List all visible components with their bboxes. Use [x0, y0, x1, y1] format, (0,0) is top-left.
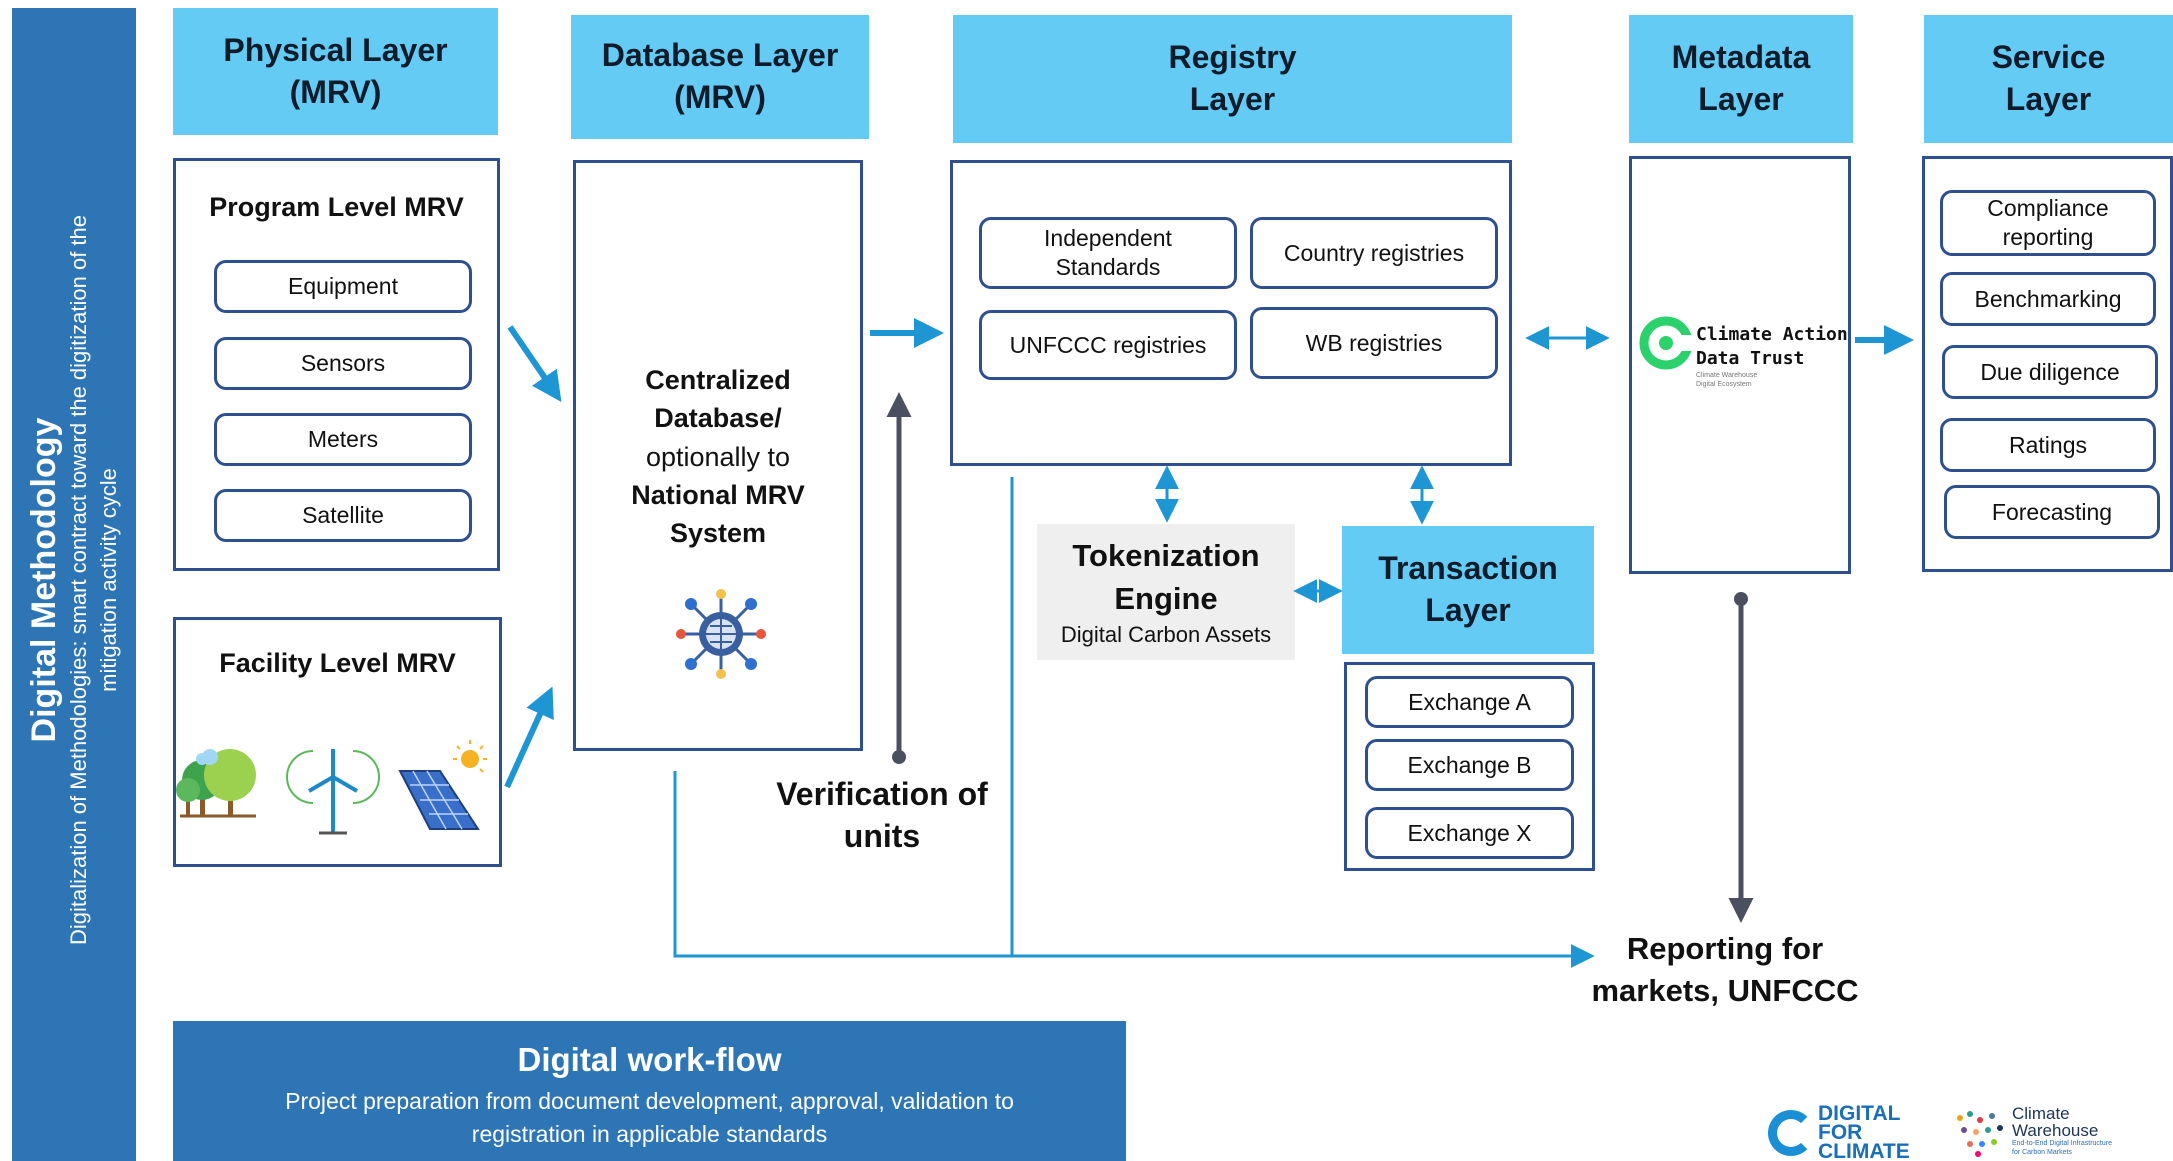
- cadt-small1: Climate Warehouse: [1696, 372, 1758, 379]
- tokenization-subtitle: Digital Carbon Assets: [1060, 622, 1272, 647]
- registry-layer-header: Registry Layer: [953, 15, 1512, 143]
- database-line1: Centralized: [645, 365, 791, 395]
- database-line2: Database/: [654, 403, 782, 434]
- climate-warehouse-logo: Climate Warehouse End-to-End Digital Inf…: [1952, 1104, 2173, 1161]
- workflow-line2: registration in applicable standards: [471, 1121, 828, 1147]
- transaction-layer-header: Transaction Layer: [1342, 526, 1594, 654]
- exchange-a-item: Exchange A: [1365, 676, 1574, 728]
- due-diligence-item: Due diligence: [1942, 345, 2158, 399]
- tokenization-engine: Tokenization Engine Digital Carbon Asset…: [1037, 524, 1295, 660]
- forecasting-item: Forecasting: [1944, 485, 2160, 539]
- program-level-title: Program Level MRV: [209, 192, 464, 222]
- cw-dots-mark: [1957, 1111, 2003, 1157]
- compliance-reporting-item: Compliance reporting: [1940, 190, 2156, 256]
- cadt-line2: Data Trust: [1696, 348, 1805, 369]
- cadt-small2: Digital Ecosystem: [1696, 381, 1752, 388]
- wb-registries-item: WB registries: [1250, 307, 1498, 379]
- verification-line1: Verification of: [776, 776, 988, 812]
- tokenization-line1: Tokenization: [1072, 538, 1260, 573]
- database-line5: System: [669, 518, 767, 549]
- database-network-icon: [676, 589, 766, 679]
- cw-text: Climate Warehouse End-to-End Digital Inf…: [2012, 1105, 2112, 1157]
- reporting-label: Reporting for markets, UNFCCC: [1575, 928, 1875, 1012]
- wind-turbine-icon: [286, 749, 380, 835]
- workflow-title: Digital work-flow: [517, 1041, 782, 1078]
- solar-panel-icon: [398, 740, 487, 830]
- satellite-item: Satellite: [214, 489, 472, 542]
- trees-icon: [176, 749, 256, 818]
- cw-line3: End-to-End Digital Infrastructure: [2012, 1140, 2112, 1147]
- workflow-line1: Project preparation from document develo…: [285, 1088, 1014, 1114]
- ratings-item: Ratings: [1940, 418, 2156, 472]
- metadata-layer-header: Metadata Layer: [1629, 15, 1853, 143]
- cadt-logo-mark: [1639, 316, 1694, 370]
- database-line3: optionally to: [645, 441, 791, 472]
- database-description: Centralized Database/ optionally to Nati…: [573, 361, 863, 553]
- physical-layer-header: Physical Layer (MRV): [173, 8, 498, 135]
- cw-line4: for Carbon Markets: [2012, 1149, 2072, 1156]
- verification-dot: [892, 750, 906, 764]
- country-registries-item: Country registries: [1250, 217, 1498, 289]
- meters-item: Meters: [214, 413, 472, 466]
- sensors-item: Sensors: [214, 337, 472, 390]
- database-line4: National MRV: [631, 479, 805, 510]
- verification-line2: units: [843, 818, 921, 854]
- dfc-text: DIGITAL FOR CLIMATE: [1818, 1104, 1910, 1161]
- dfc-line3: CLIMATE: [1818, 1140, 1910, 1161]
- climate-action-data-trust-logo: Climate Action Data Trust Climate Wareho…: [1696, 323, 1856, 389]
- exchange-b-item: Exchange B: [1365, 739, 1574, 791]
- metadata-dot: [1734, 592, 1748, 606]
- benchmarking-item: Benchmarking: [1940, 272, 2156, 326]
- reporting-line1: Reporting for: [1626, 931, 1824, 966]
- exchange-x-item: Exchange X: [1365, 807, 1574, 859]
- reporting-line2: markets, UNFCCC: [1591, 973, 1859, 1008]
- independent-standards-item: Independent Standards: [979, 217, 1237, 289]
- service-layer-header: Service Layer: [1924, 15, 2173, 143]
- cw-line1: Climate: [2012, 1104, 2070, 1123]
- sidebar: [12, 8, 136, 1161]
- arrow-facility-to-database: [504, 686, 554, 789]
- equipment-item: Equipment: [214, 260, 472, 313]
- dfc-line1: DIGITAL: [1818, 1104, 1901, 1125]
- facility-level-title: Facility Level MRV: [219, 648, 456, 678]
- arrow-program-to-database: [507, 325, 562, 402]
- line-database-to-reporting: [673, 771, 1595, 968]
- dfc-line2: FOR: [1818, 1121, 1863, 1144]
- digital-workflow-banner: Digital work-flow Project preparation fr…: [173, 1021, 1126, 1161]
- dfc-logo-mark: [1768, 1110, 1814, 1156]
- database-panel: [573, 160, 863, 751]
- database-layer-header: Database Layer (MRV): [571, 15, 869, 139]
- unfccc-registries-item: UNFCCC registries: [979, 310, 1237, 380]
- digital-for-climate-logo: DIGITAL FOR CLIMATE: [1768, 1104, 1943, 1161]
- verification-label: Verification of units: [752, 773, 1012, 857]
- cadt-line1: Climate Action: [1696, 324, 1848, 345]
- tokenization-line2: Engine: [1114, 581, 1218, 616]
- cw-line2: Warehouse: [2012, 1121, 2099, 1140]
